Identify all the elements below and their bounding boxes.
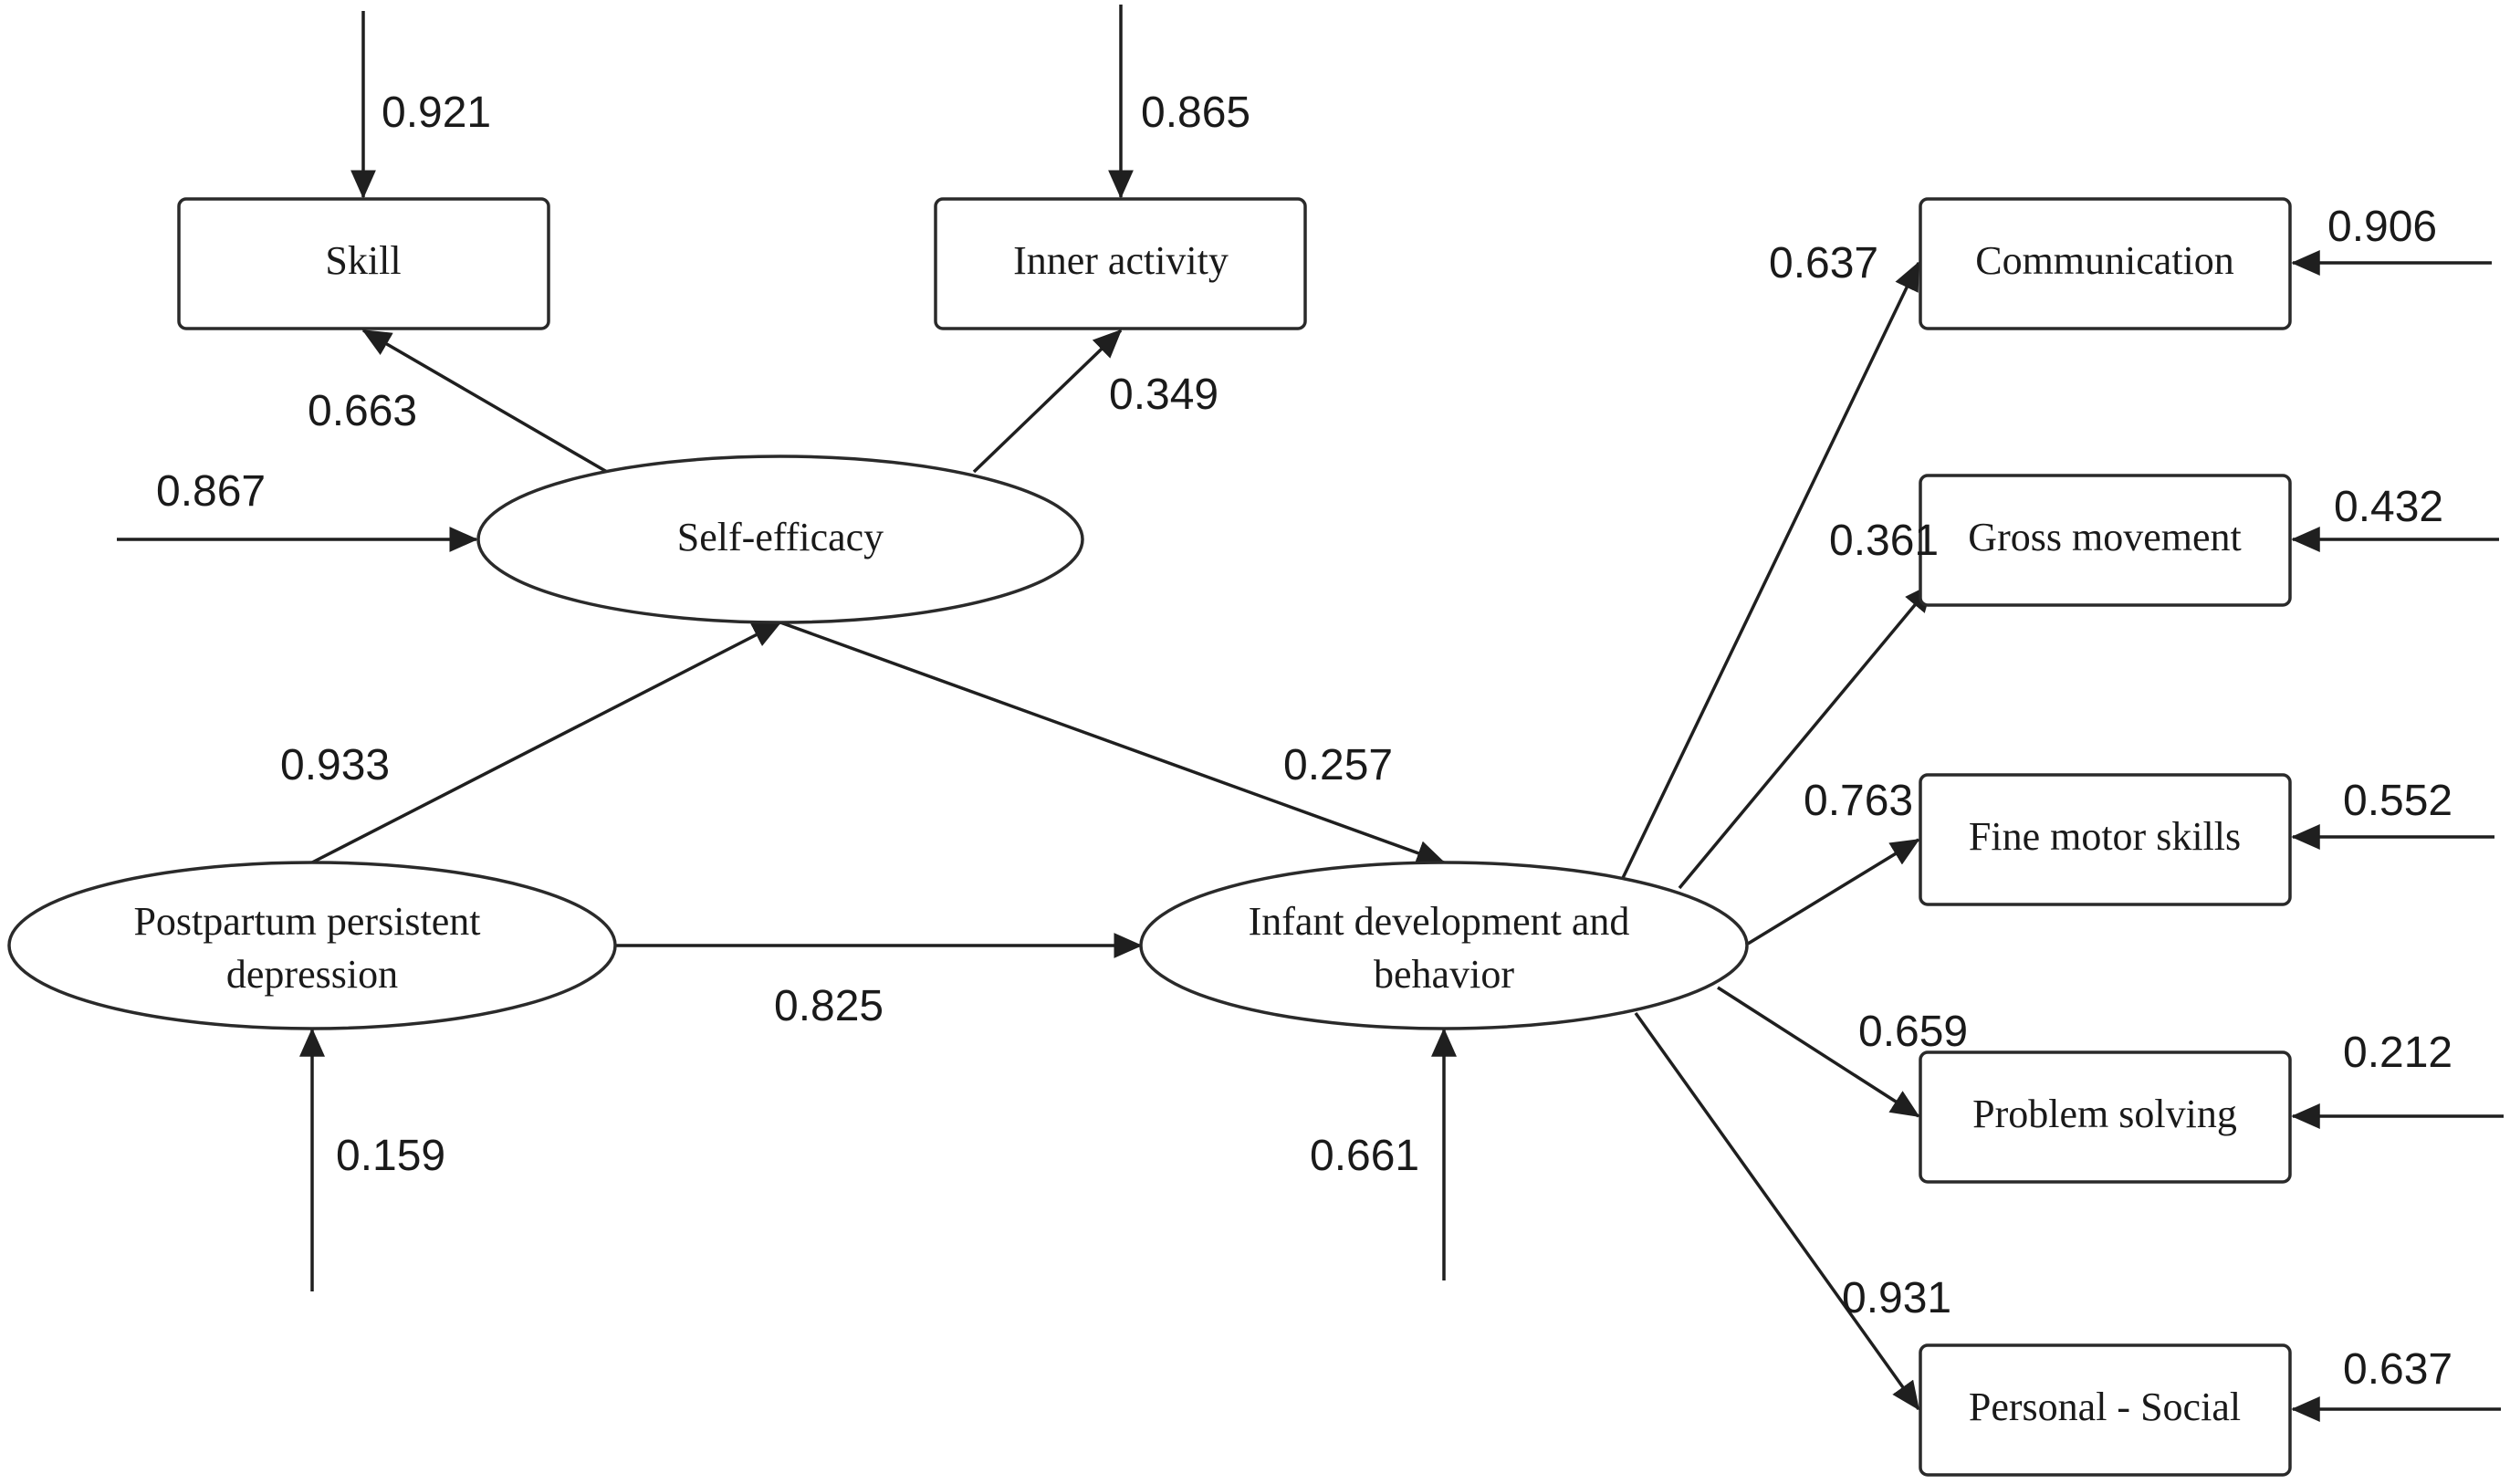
- self-error-coef: 0.867: [156, 467, 266, 516]
- node-gross-movement: Gross movement: [1919, 474, 2292, 607]
- node-fine-motor: Fine motor skills: [1919, 773, 2292, 906]
- communication-label: Communication: [1975, 238, 2234, 283]
- personal-social-label: Personal - Social: [1969, 1385, 2241, 1429]
- postpartum-to-self-arrow: [311, 621, 782, 864]
- self-to-infant-coef: 0.257: [1283, 741, 1393, 789]
- infant-to-gross-arrow: [1678, 582, 1934, 890]
- infant-ellipse: [1139, 861, 1749, 1030]
- infant-error-coef: 0.661: [1310, 1132, 1419, 1180]
- self-efficacy-label: Self-efficacy: [677, 515, 884, 559]
- problem-solving-box: [1919, 1050, 2292, 1184]
- infant-to-fine-arrow: [1747, 838, 1920, 946]
- postpartum-label-line2: depression: [226, 952, 398, 997]
- postpartum-label-line1: Postpartum persistent: [133, 899, 480, 944]
- infant-to-communication-coef: 0.637: [1769, 239, 1878, 287]
- node-postpartum-depression: Postpartum persistent depression: [7, 861, 617, 1030]
- self-to-skill-coef: 0.663: [308, 387, 417, 435]
- node-personal-social: Personal - Social: [1919, 1343, 2292, 1477]
- personal-error-coef: 0.637: [2343, 1345, 2452, 1394]
- self-to-inner-coef: 0.349: [1109, 371, 1218, 419]
- node-inner-activity: Inner activity: [934, 197, 1307, 330]
- personal-social-box: [1919, 1343, 2292, 1477]
- self-efficacy-ellipse: [476, 455, 1084, 624]
- gross-movement-box: [1919, 474, 2292, 607]
- infant-label-line2: behavior: [1374, 952, 1514, 997]
- skill-box: [177, 197, 550, 330]
- coefficient-labels: 0.921 0.865 0.663 0.349 0.867 0.933 0.25…: [156, 89, 2452, 1394]
- fine-error-coef: 0.552: [2343, 777, 2452, 825]
- edges: [117, 5, 2504, 1422]
- node-skill: Skill: [177, 197, 550, 330]
- fine-motor-box: [1919, 773, 2292, 906]
- self-to-skill-arrow: [361, 329, 608, 474]
- postpartum-to-infant-coef: 0.825: [774, 982, 884, 1030]
- infant-label: Infant development and behavior: [1249, 899, 1640, 997]
- infant-to-fine-coef: 0.763: [1804, 777, 1913, 825]
- problem-solving-label: Problem solving: [1972, 1092, 2237, 1136]
- node-communication: Communication: [1919, 197, 2292, 330]
- node-self-efficacy: Self-efficacy: [476, 455, 1084, 624]
- infant-to-communication-arrow: [1621, 261, 1920, 879]
- self-to-infant-arrow: [779, 621, 1446, 866]
- infant-label-line1: Infant development and: [1249, 899, 1630, 944]
- self-to-inner-arrow: [972, 329, 1123, 474]
- communication-error-coef: 0.906: [2327, 203, 2437, 251]
- inner-activity-label: Inner activity: [1013, 238, 1229, 283]
- node-infant-development: Infant development and behavior: [1139, 861, 1749, 1030]
- gross-movement-label: Gross movement: [1968, 515, 2241, 559]
- node-problem-solving: Problem solving: [1919, 1050, 2292, 1184]
- communication-box: [1919, 197, 2292, 330]
- infant-to-problem-coef: 0.659: [1858, 1008, 1968, 1056]
- gross-error-coef: 0.432: [2334, 483, 2443, 531]
- infant-to-personal-coef: 0.931: [1842, 1274, 1951, 1322]
- postpartum-label: Postpartum persistent depression: [133, 899, 490, 997]
- postpartum-to-self-coef: 0.933: [280, 741, 390, 789]
- infant-to-gross-coef: 0.361: [1829, 517, 1939, 565]
- problem-error-coef: 0.212: [2343, 1029, 2452, 1077]
- postpartum-error-coef: 0.159: [336, 1132, 445, 1180]
- skill-error-coef: 0.921: [382, 89, 491, 137]
- fine-motor-label: Fine motor skills: [1969, 814, 2241, 859]
- inner-error-coef: 0.865: [1141, 89, 1250, 137]
- skill-label: Skill: [325, 238, 401, 283]
- infant-to-personal-arrow: [1634, 1011, 1920, 1411]
- inner-activity-box: [934, 197, 1307, 330]
- postpartum-ellipse: [7, 861, 617, 1030]
- infant-to-problem-arrow: [1717, 986, 1920, 1118]
